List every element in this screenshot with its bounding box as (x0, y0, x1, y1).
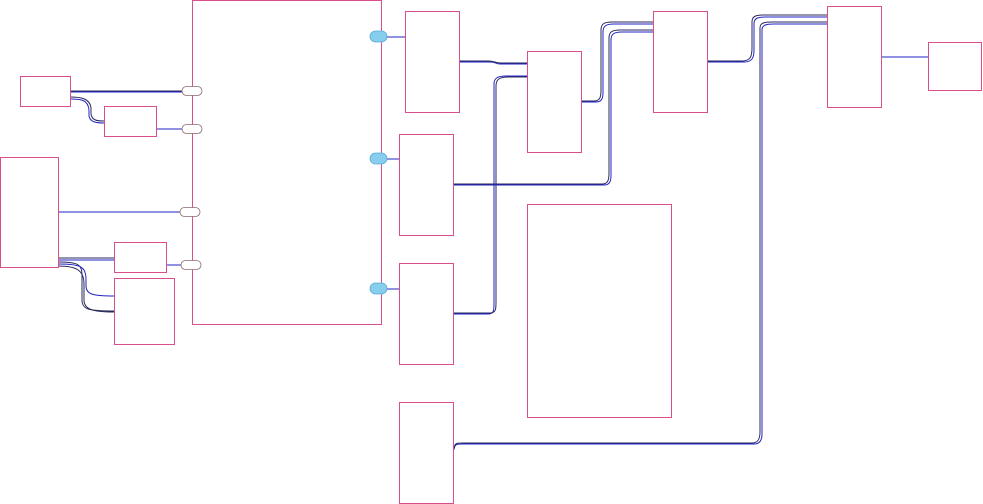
edge-m2-m3-b[interactable] (707, 14, 827, 62)
node-n5[interactable] (114, 278, 175, 345)
node-o4[interactable] (399, 402, 454, 504)
edge-m1-m2[interactable] (581, 23, 653, 103)
output-port-2[interactable] (369, 152, 388, 165)
input-port-2[interactable] (181, 124, 203, 134)
edge-o4-m3-b[interactable] (452, 21, 827, 451)
node-o1[interactable] (405, 11, 460, 113)
input-port-1[interactable] (181, 86, 203, 96)
edge-o3-m1-b[interactable] (453, 76, 527, 314)
edge-o1-m1-b[interactable] (459, 60, 527, 64)
edge-n1-n2-b[interactable] (69, 98, 105, 124)
node-end[interactable] (928, 42, 982, 91)
node-hub[interactable] (192, 0, 382, 325)
edge-o2-m2-b[interactable] (453, 29, 653, 185)
node-n1[interactable] (20, 76, 71, 107)
edge-o2-m2[interactable] (453, 31, 653, 186)
node-m2[interactable] (653, 11, 708, 113)
edge-m1-m2-b[interactable] (581, 21, 653, 102)
node-m1[interactable] (527, 51, 582, 153)
edge-m2-m3[interactable] (707, 16, 827, 63)
edge-o4-m3[interactable] (452, 23, 827, 453)
input-port-4[interactable] (180, 260, 202, 270)
node-n2[interactable] (104, 106, 157, 137)
edge-o1-m1[interactable] (459, 61, 527, 65)
ports-layer (179, 30, 388, 295)
edge-o3-m1[interactable] (453, 75, 527, 315)
node-n3[interactable] (0, 157, 59, 268)
node-big[interactable] (527, 204, 672, 418)
output-port-3[interactable] (369, 282, 388, 295)
edge-n3-n5-c[interactable] (57, 265, 115, 313)
edges-layer (57, 14, 928, 453)
output-port-1[interactable] (369, 30, 388, 43)
edge-n1-n2[interactable] (69, 96, 105, 122)
node-o2[interactable] (399, 134, 454, 236)
node-n4[interactable] (114, 242, 167, 273)
node-m3[interactable] (827, 6, 882, 108)
edge-n3-n5-b[interactable] (57, 263, 115, 297)
input-port-3[interactable] (179, 207, 201, 217)
node-o3[interactable] (399, 263, 454, 365)
